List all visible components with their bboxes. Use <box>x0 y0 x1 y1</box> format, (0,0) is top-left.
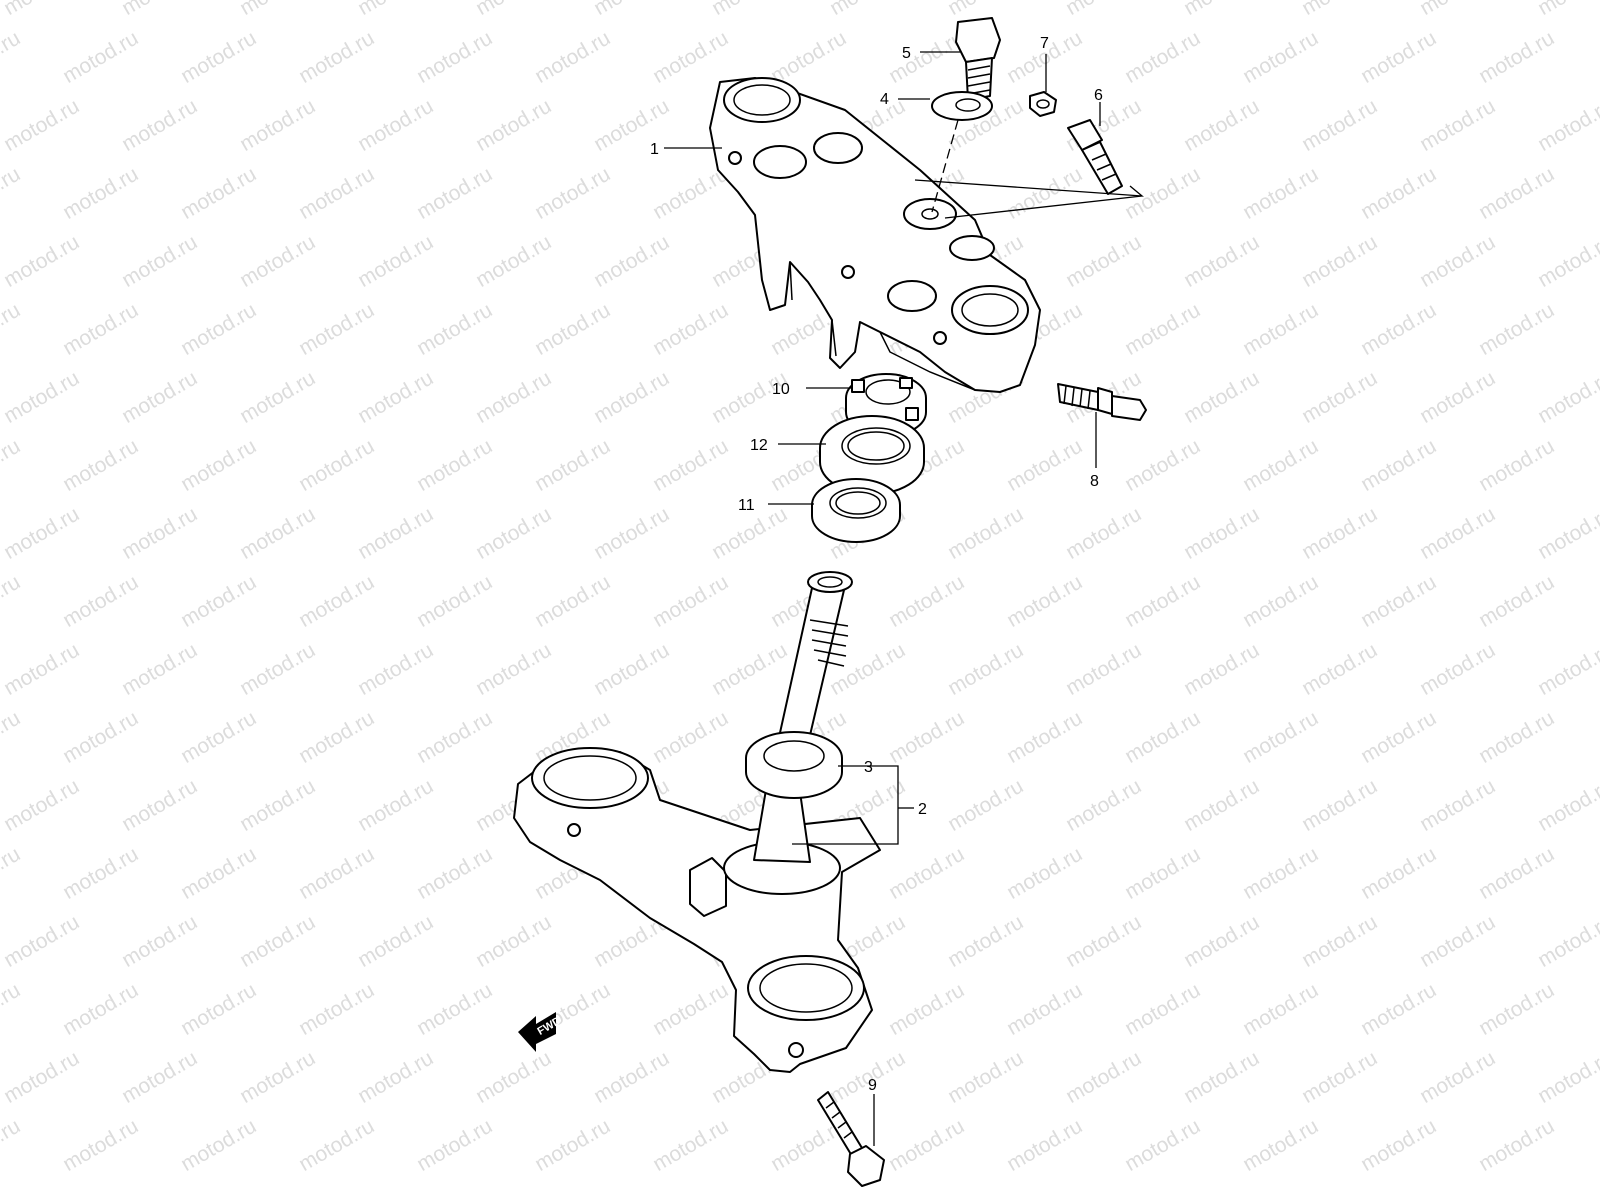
upper-bracket <box>709 77 1041 393</box>
callout-5: 5 <box>902 45 911 62</box>
callout-2: 2 <box>918 801 927 818</box>
center-line <box>931 119 959 213</box>
callout-11: 11 <box>738 497 755 514</box>
bolt-9 <box>817 1091 885 1187</box>
washer-4 <box>931 91 993 121</box>
bolt-5 <box>955 17 1001 101</box>
callout-1: 1 <box>650 141 659 158</box>
bearing-3 <box>745 731 843 799</box>
callout-7: 7 <box>1040 35 1049 52</box>
nut-7 <box>1029 91 1057 117</box>
leader-lines <box>664 51 1144 1146</box>
lower-bracket-stem <box>513 571 881 1073</box>
callout-9: 9 <box>868 1077 877 1094</box>
callout-6: 6 <box>1094 87 1103 104</box>
callout-12: 12 <box>750 437 768 454</box>
callout-3: 3 <box>864 759 873 776</box>
callout-numbers: 1 2 3 4 5 6 7 8 9 10 11 12 <box>650 35 1103 1094</box>
callout-8: 8 <box>1090 473 1099 490</box>
callout-4: 4 <box>880 91 889 108</box>
bearing-11 <box>811 478 901 543</box>
fwd-arrow-icon: FWD <box>518 1012 563 1052</box>
bolt-8 <box>1057 383 1147 421</box>
callout-10: 10 <box>772 381 790 398</box>
bolt-6 <box>1067 119 1123 195</box>
